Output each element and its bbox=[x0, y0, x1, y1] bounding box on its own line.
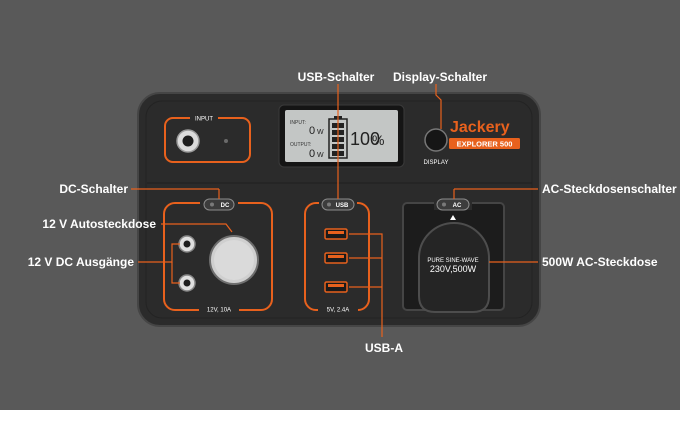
dc-output-port-lower-hole bbox=[183, 279, 191, 287]
lcd-input-value: 0 bbox=[309, 125, 315, 137]
ac-switch-callout: AC-Steckdosenschalter bbox=[542, 182, 677, 196]
ac-switch[interactable] bbox=[436, 198, 470, 211]
usb-switch-led bbox=[327, 202, 331, 207]
model-name: EXPLORER 500 bbox=[457, 140, 513, 149]
lcd-battery-percent: 100 bbox=[350, 129, 380, 149]
dc-switch-led bbox=[210, 202, 214, 207]
model-badge bbox=[449, 138, 520, 149]
leader-lines bbox=[131, 84, 538, 337]
power-station-diagram: INPUT INPUT: OUTPUT: 0 W 0 W 100 % DISPL… bbox=[28, 70, 677, 355]
lcd-percent-sign: % bbox=[372, 132, 384, 148]
display-button[interactable] bbox=[424, 128, 448, 152]
brand-logo: Jackery bbox=[450, 119, 510, 136]
dc-rating-label: 12V, 10A bbox=[207, 308, 231, 314]
dc-switch[interactable] bbox=[203, 198, 235, 211]
car-socket-callout: 12 V Autosteckdose bbox=[42, 217, 156, 231]
dc-switch-label: DC bbox=[221, 203, 230, 209]
lcd-screen bbox=[285, 110, 398, 162]
lcd-output-label: OUTPUT: bbox=[290, 142, 311, 148]
usb-switch-callout: USB-Schalter bbox=[298, 70, 375, 84]
ac-cap-line1: PURE SINE-WAVE bbox=[427, 258, 478, 264]
dc-outputs-callout: 12 V DC Ausgänge bbox=[28, 255, 135, 269]
usb-a-leader bbox=[349, 233, 383, 337]
usb-switch-label: USB bbox=[336, 203, 349, 209]
input-label-bg bbox=[190, 114, 218, 122]
lcd-output-unit: W bbox=[317, 152, 324, 159]
car-socket-leader bbox=[161, 223, 233, 233]
display-button-label: DISPLAY bbox=[424, 160, 449, 166]
panel-inner-border bbox=[145, 100, 533, 319]
usb-a-callout: USB-A bbox=[365, 341, 403, 355]
ac-switch-led bbox=[442, 202, 446, 207]
usb-a-port-2-tongue bbox=[328, 255, 344, 258]
input-indicator-led bbox=[224, 139, 228, 143]
diagram-stage: INPUT INPUT: OUTPUT: 0 W 0 W 100 % DISPL… bbox=[0, 0, 680, 410]
lcd-input-unit: W bbox=[317, 129, 324, 136]
ac-cap-line2: 230V,500W bbox=[430, 264, 477, 274]
dc-rating-bg bbox=[199, 305, 239, 314]
dc-switch-callout: DC-Schalter bbox=[59, 182, 128, 196]
ac-outlet-callout: 500W AC-Steckdose bbox=[542, 255, 658, 269]
display-switch-leader bbox=[435, 84, 442, 129]
lcd-output-value: 0 bbox=[309, 148, 315, 160]
usb-rating-label: 5V, 2.4A bbox=[327, 308, 349, 314]
dc-output-port-upper-hole bbox=[183, 240, 191, 248]
ac-switch-label: AC bbox=[453, 203, 462, 209]
input-port-hole bbox=[182, 135, 194, 147]
car-socket-inner bbox=[214, 240, 254, 280]
lcd-input-label: INPUT: bbox=[290, 120, 306, 126]
usb-rating-bg bbox=[318, 305, 358, 314]
ac-outlet-cap[interactable] bbox=[418, 222, 490, 313]
dc-outputs-leader bbox=[138, 243, 180, 263]
input-label: INPUT bbox=[195, 117, 213, 123]
ac-cap-arrow-icon bbox=[450, 215, 456, 220]
usb-a-port-3-tongue bbox=[328, 284, 344, 287]
dc-outputs-leader-lower bbox=[171, 262, 180, 284]
display-switch-callout: Display-Schalter bbox=[393, 70, 487, 84]
usb-a-port-1-tongue bbox=[328, 231, 344, 234]
